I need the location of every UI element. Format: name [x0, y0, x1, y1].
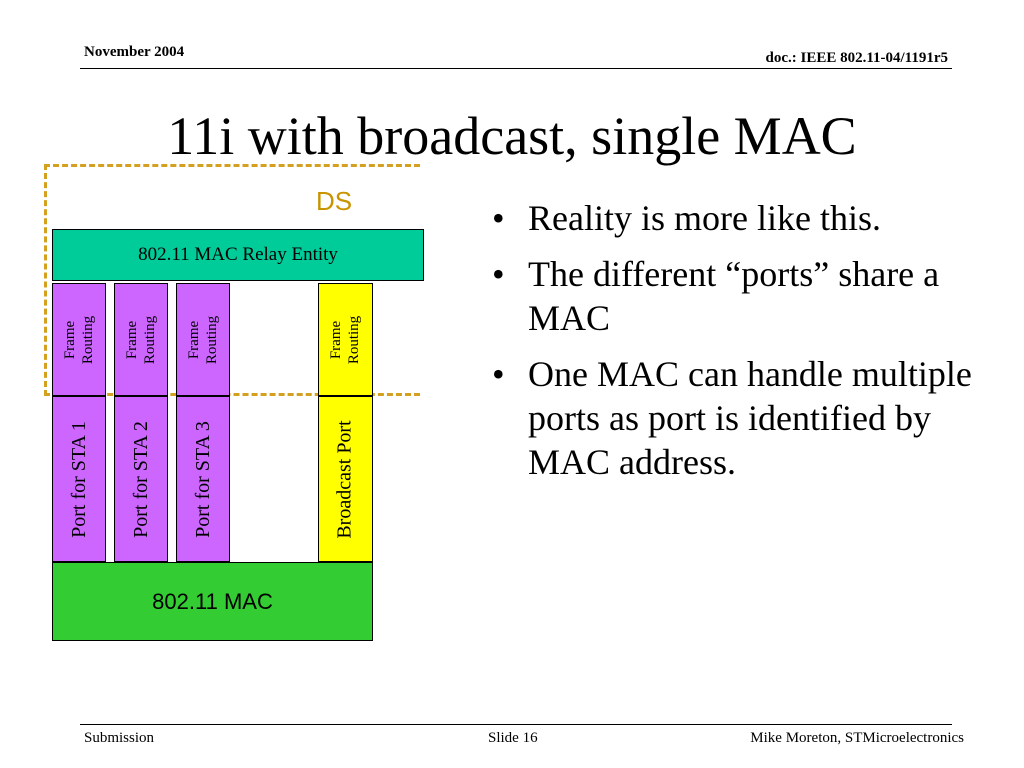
bullet-item: • One MAC can handle multiple ports as po…	[492, 352, 972, 484]
port-sta-1: Port for STA 1	[52, 396, 106, 562]
port-sta-2-label: Port for STA 2	[129, 420, 152, 538]
bullet-dot-icon: •	[492, 198, 505, 238]
frame-routing-1-line2: Routing	[80, 315, 96, 364]
bullet-text: One MAC can handle multiple ports as por…	[528, 354, 972, 482]
broadcast-port: Broadcast Port	[318, 396, 373, 562]
footer-rule	[80, 724, 952, 725]
header-date: November 2004	[84, 44, 185, 60]
frame-routing-3-line2: Routing	[204, 315, 220, 364]
frame-routing-broadcast-line1: Frame	[328, 320, 345, 359]
port-sta-3: Port for STA 3	[176, 396, 230, 562]
ds-label: DS	[316, 186, 353, 216]
bullet-item: • The different “ports” share a MAC	[492, 252, 972, 340]
slide-title: 11i with broadcast, single MAC	[167, 106, 857, 166]
bullet-text: Reality is more like this.	[528, 198, 881, 238]
footer-submission: Submission	[84, 730, 155, 746]
header-rule	[80, 68, 952, 69]
mac-relay-entity: 802.11 MAC Relay Entity	[52, 229, 424, 281]
bullet-list: • Reality is more like this. • The differe…	[492, 196, 972, 496]
mac-block: 802.11 MAC	[52, 562, 373, 641]
bullet-text: The different “ports” share a MAC	[528, 254, 940, 338]
frame-routing-1-line1: Frame	[62, 320, 78, 359]
port-sta-2: Port for STA 2	[114, 396, 168, 562]
mac-block-label: 802.11 MAC	[152, 588, 273, 614]
bullet-item: • Reality is more like this.	[492, 196, 972, 240]
bullet-dot-icon: •	[492, 254, 505, 294]
footer-slide-number: Slide 16	[488, 730, 538, 746]
frame-routing-2-line2: Routing	[142, 315, 158, 364]
header-doc-id: doc.: IEEE 802.11-04/1191r5	[765, 50, 948, 66]
frame-routing-broadcast-line2: Routing	[346, 315, 363, 364]
port-sta-3-label: Port for STA 3	[191, 420, 214, 538]
port-sta-1-label: Port for STA 1	[67, 420, 90, 538]
frame-routing-3-line1: Frame	[186, 320, 202, 359]
mac-relay-entity-label: 802.11 MAC Relay Entity	[138, 244, 338, 265]
ds-dashed-boundary	[44, 164, 420, 396]
broadcast-port-label: Broadcast Port	[334, 419, 356, 539]
bullet-dot-icon: •	[492, 354, 505, 394]
footer-author: Mike Moreton, STMicroelectronics	[750, 730, 964, 746]
frame-routing-2-line1: Frame	[124, 320, 140, 359]
